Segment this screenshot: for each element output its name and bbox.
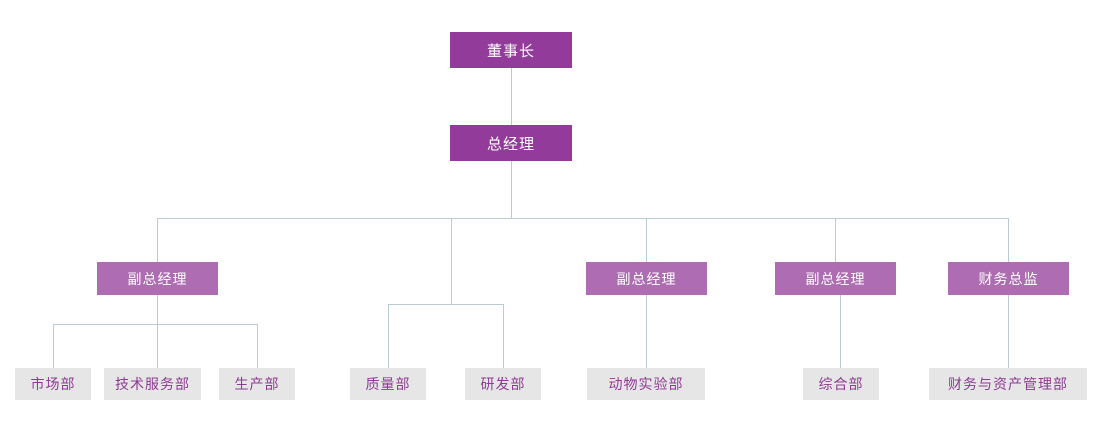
node-finance-asset-dept[interactable]: 财务与资产管理部: [929, 368, 1087, 400]
connector-to-general-affairs-dept: [840, 295, 841, 368]
node-production-dept[interactable]: 生产部: [219, 368, 295, 400]
connector-trunk-to-deputy-gm-1: [157, 218, 158, 262]
connector-to-rd-dept: [503, 304, 504, 368]
connector-trunk-to-middle-branch: [451, 218, 452, 304]
node-rd-dept[interactable]: 研发部: [465, 368, 541, 400]
connector-trunk-to-deputy-gm-2: [646, 218, 647, 262]
connector-main-horizontal-bar: [157, 218, 1009, 219]
connector-to-marketing-dept: [53, 324, 54, 368]
connector-trunk-to-cfo: [1008, 218, 1009, 262]
connector-to-finance-asset-dept: [1008, 295, 1009, 368]
connector-to-animal-lab-dept: [646, 295, 647, 368]
node-cfo[interactable]: 财务总监: [948, 262, 1069, 295]
node-marketing-dept[interactable]: 市场部: [15, 368, 91, 400]
connector-middle-branch-horizontal-bar: [388, 304, 504, 305]
node-animal-lab-dept[interactable]: 动物实验部: [587, 368, 705, 400]
node-general-manager[interactable]: 总经理: [450, 125, 572, 161]
node-general-affairs-dept[interactable]: 综合部: [803, 368, 879, 400]
connector-gm-to-trunk: [511, 161, 512, 218]
connector-trunk-to-deputy-gm-3: [835, 218, 836, 262]
connector-to-quality-dept: [388, 304, 389, 368]
node-deputy-gm-3[interactable]: 副总经理: [775, 262, 896, 295]
connector-deputy-gm-1-horizontal-bar: [53, 324, 258, 325]
connector-to-production-dept: [257, 324, 258, 368]
node-chairman[interactable]: 董事长: [450, 32, 572, 68]
connector-deputy-gm-1-stem: [157, 295, 158, 324]
node-deputy-gm-1[interactable]: 副总经理: [97, 262, 218, 295]
connector-to-technical-service-dept: [157, 324, 158, 368]
node-quality-dept[interactable]: 质量部: [350, 368, 426, 400]
connector-chairman-to-gm: [511, 68, 512, 125]
node-technical-service-dept[interactable]: 技术服务部: [104, 368, 201, 400]
node-deputy-gm-2[interactable]: 副总经理: [586, 262, 707, 295]
